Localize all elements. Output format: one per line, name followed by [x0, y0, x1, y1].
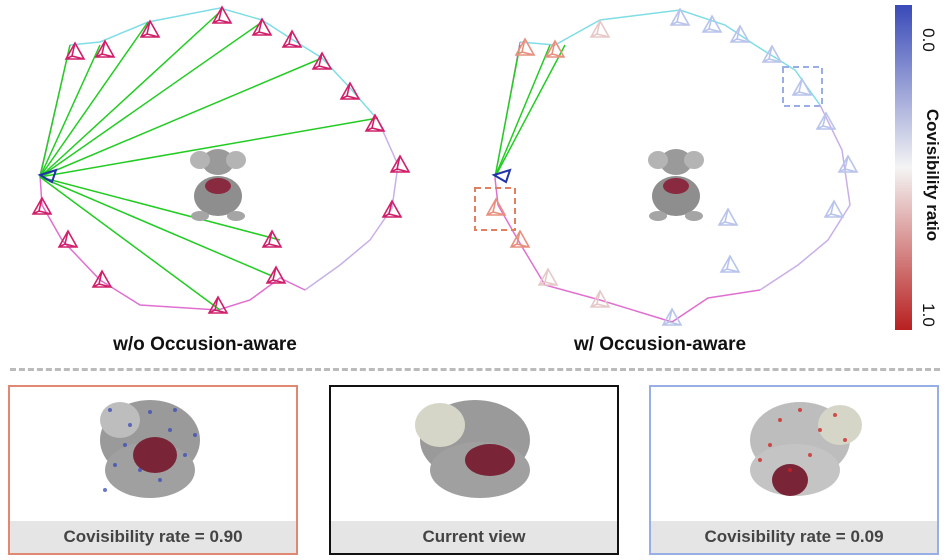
- panel-label: Covisibility rate = 0.90: [10, 521, 296, 553]
- colorbar-max-label: 1.0: [919, 303, 938, 327]
- colorbar: [895, 5, 912, 330]
- colorbar-min-label: 0.0: [919, 28, 938, 52]
- left-trajectory-diagram: [32, 6, 410, 314]
- caption-left: w/o Occusion-aware: [113, 334, 297, 355]
- right-path-lavender: [759, 104, 851, 291]
- right-current-camera: [491, 168, 512, 184]
- caption-right: w/ Occusion-aware: [573, 334, 747, 355]
- left-path-cyan: [69, 7, 379, 121]
- panel-covisibility-low: Covisibility rate = 0.09: [649, 385, 939, 555]
- panel-current-view: Current view: [329, 385, 619, 555]
- left-rays: [39, 9, 379, 311]
- panel-label: Covisibility rate = 0.09: [651, 521, 937, 553]
- right-path-cyan: [519, 9, 821, 106]
- right-elephant: [648, 149, 704, 221]
- right-rays: [494, 44, 566, 178]
- red-highlight-box: [474, 187, 516, 231]
- colorbar-title: Covisibility ratio: [923, 108, 942, 242]
- right-trajectory-diagram: [474, 8, 858, 326]
- left-path-pink: [39, 174, 306, 311]
- right-path-pink: [494, 177, 761, 323]
- panel-covisibility-high: Covisibility rate = 0.90: [8, 385, 298, 555]
- panel-right-image: [750, 402, 862, 496]
- left-current-camera: [37, 168, 58, 184]
- panel-left-image: [100, 400, 200, 498]
- right-cameras-faint: [538, 20, 610, 308]
- panel-middle-image: [415, 400, 530, 498]
- section-divider: [10, 368, 940, 371]
- left-path-lavender: [304, 119, 399, 291]
- left-elephant: [190, 149, 246, 221]
- panel-label: Current view: [331, 521, 617, 553]
